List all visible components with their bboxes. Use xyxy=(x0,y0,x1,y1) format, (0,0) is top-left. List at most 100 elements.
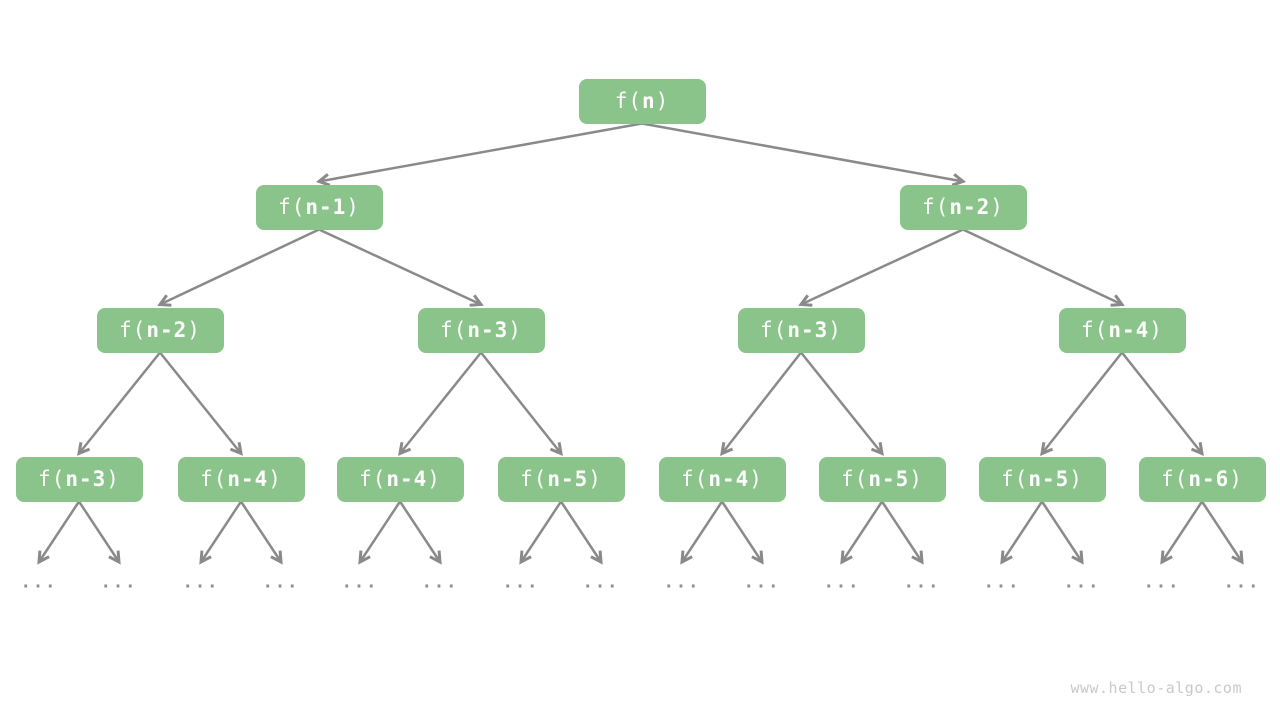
node-label-close: ) xyxy=(828,317,842,342)
node-label-arg: n-6 xyxy=(1188,466,1230,491)
ellipsis: ... xyxy=(823,572,861,593)
tree-edge-arrow xyxy=(680,500,724,565)
node-label-arg: n-5 xyxy=(868,466,910,491)
tree-edge-arrow xyxy=(315,122,643,187)
tree-edge-arrow xyxy=(559,500,603,565)
node-label-open: f( xyxy=(1161,466,1189,491)
node-label-arg: n-1 xyxy=(305,194,347,219)
node-label-open: f( xyxy=(922,194,950,219)
node-label-close: ) xyxy=(749,466,763,491)
tree-edge-arrow xyxy=(641,122,967,187)
ellipsis: ... xyxy=(582,572,620,593)
node-label-close: ) xyxy=(187,317,201,342)
node-label-close: ) xyxy=(1069,466,1083,491)
node-label-arg: n-3 xyxy=(467,317,509,342)
node-label-close: ) xyxy=(1149,317,1163,342)
node-label-open: f( xyxy=(1081,317,1109,342)
ellipsis: ... xyxy=(502,572,540,593)
node-label-open: f( xyxy=(200,466,228,491)
ellipsis: ... xyxy=(663,572,701,593)
ellipsis: ... xyxy=(743,572,781,593)
tree-edge-arrow xyxy=(1200,500,1244,565)
node-label-close: ) xyxy=(508,317,522,342)
node-label-close: ) xyxy=(106,466,120,491)
tree-node-n8: f(n-4) xyxy=(177,456,305,502)
ellipsis: ... xyxy=(421,572,459,593)
tree-edge-arrow xyxy=(398,351,482,456)
tree-node-n11: f(n-4) xyxy=(658,456,786,502)
ellipsis: ... xyxy=(1143,572,1181,593)
tree-edge-arrow xyxy=(800,351,884,456)
tree-edge-arrow xyxy=(880,500,924,565)
ellipsis: ... xyxy=(341,572,379,593)
node-label-open: f( xyxy=(681,466,709,491)
tree-node-n12: f(n-5) xyxy=(818,456,946,502)
ellipsis: ... xyxy=(1223,572,1261,593)
tree-edge-arrow xyxy=(159,351,243,456)
node-label-arg: n xyxy=(641,88,656,113)
tree-node-n1: f(n-1) xyxy=(255,184,383,230)
tree-edge-arrow xyxy=(480,351,563,456)
ellipsis: ... xyxy=(983,572,1021,593)
tree-edge-arrow xyxy=(962,228,1125,307)
tree-node-n13: f(n-5) xyxy=(978,456,1106,502)
tree-node-n5: f(n-3) xyxy=(737,307,865,353)
tree-edge-arrow xyxy=(157,228,320,307)
tree-node-n7: f(n-3) xyxy=(15,456,143,502)
node-label-arg: n-5 xyxy=(1028,466,1070,491)
node-label-open: f( xyxy=(278,194,306,219)
node-label-arg: n-3 xyxy=(787,317,829,342)
node-label-arg: n-5 xyxy=(547,466,589,491)
tree-node-n0: f(n) xyxy=(578,78,706,124)
node-label-close: ) xyxy=(346,194,360,219)
node-label-open: f( xyxy=(1001,466,1029,491)
node-label-close: ) xyxy=(1229,466,1243,491)
node-label-open: f( xyxy=(760,317,788,342)
tree-edge-arrow xyxy=(1160,500,1204,565)
node-label-arg: n-3 xyxy=(65,466,107,491)
ellipsis: ... xyxy=(182,572,220,593)
node-label-close: ) xyxy=(655,88,670,113)
node-label-close: ) xyxy=(427,466,441,491)
tree-node-n6: f(n-4) xyxy=(1058,307,1186,353)
node-label-arg: n-4 xyxy=(227,466,269,491)
tree-edge-arrow xyxy=(77,500,121,565)
node-label-close: ) xyxy=(909,466,923,491)
node-label-open: f( xyxy=(614,88,642,113)
tree-edge-arrow xyxy=(398,500,442,565)
node-label-arg: n-4 xyxy=(386,466,428,491)
tree-node-n10: f(n-5) xyxy=(497,456,625,502)
node-label-arg: n-2 xyxy=(949,194,991,219)
node-label-arg: n-2 xyxy=(146,317,188,342)
node-label-open: f( xyxy=(38,466,66,491)
node-label-open: f( xyxy=(841,466,869,491)
tree-node-n2: f(n-2) xyxy=(899,184,1027,230)
ellipsis: ... xyxy=(903,572,941,593)
tree-edge-arrow xyxy=(1040,351,1123,456)
watermark: www.hello-algo.com xyxy=(1070,679,1242,697)
tree-edge-arrow xyxy=(239,500,283,565)
tree-edge-arrow xyxy=(840,500,884,565)
ellipsis: ... xyxy=(100,572,138,593)
tree-node-n9: f(n-4) xyxy=(336,456,464,502)
tree-node-n14: f(n-6) xyxy=(1138,456,1266,502)
tree-edge-arrow xyxy=(318,228,484,307)
tree-edge-arrow xyxy=(1000,500,1044,565)
tree-edge-arrow xyxy=(77,351,161,456)
node-label-arg: n-4 xyxy=(708,466,750,491)
node-label-open: f( xyxy=(359,466,387,491)
tree-edge-arrow xyxy=(37,500,81,565)
tree-edge-arrow xyxy=(1040,500,1084,565)
tree-edge-arrow xyxy=(1121,351,1204,456)
ellipsis: ... xyxy=(262,572,300,593)
node-label-open: f( xyxy=(520,466,548,491)
node-label-close: ) xyxy=(268,466,282,491)
node-label-open: f( xyxy=(119,317,147,342)
node-label-open: f( xyxy=(440,317,468,342)
node-label-arg: n-4 xyxy=(1108,317,1150,342)
tree-edge-arrow xyxy=(358,500,402,565)
tree-edge-arrow xyxy=(199,500,243,565)
node-label-close: ) xyxy=(588,466,602,491)
